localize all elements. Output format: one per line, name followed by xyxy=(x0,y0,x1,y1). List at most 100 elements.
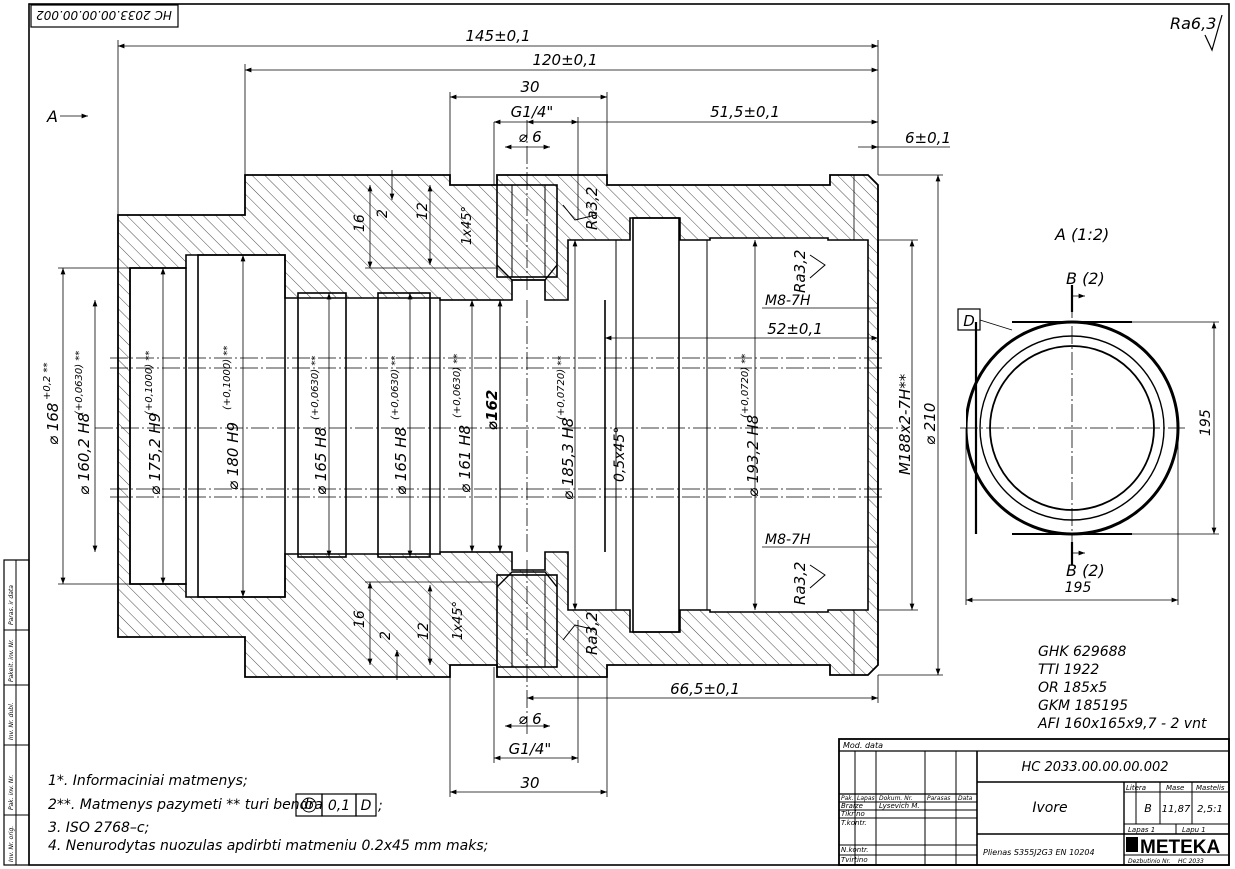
tb-h-pak: Pak. xyxy=(841,795,854,802)
tb-mastelis-h: Mastelis xyxy=(1196,784,1225,792)
tb-litera-h: Litera xyxy=(1126,784,1146,792)
chamfer-05: 0,5x45° xyxy=(612,427,628,482)
tb-dezbrn: HC 2033 xyxy=(1178,858,1204,865)
tb-braize: Braize xyxy=(841,802,863,810)
dia-160: ⌀ 160,2 H8 xyxy=(75,413,93,495)
side-strip: Paras. ir data Pakeit. inv. Nr. Inv. Nr.… xyxy=(3,559,30,866)
depth-2-bottom: 2 xyxy=(378,631,394,640)
groove-175 xyxy=(129,267,187,585)
tb-dezbrn-label: Dezbutinio Nr. xyxy=(1128,858,1171,865)
depth-16-bottom: 16 xyxy=(352,610,368,628)
dim-195-horizontal: 195 xyxy=(1065,580,1092,596)
dim-195-vertical: 195 xyxy=(1198,409,1214,436)
dimensions-horizontal: 145±0,1 120±0,1 30 G1/4" ⌀ 6 51,5±0,1 6±… xyxy=(117,27,951,797)
drawing-frame: HC 2033.00.00.00.002 xyxy=(28,3,1230,866)
side-strip-label: Paras. ir data xyxy=(8,585,15,625)
note-2-end: ; xyxy=(378,798,383,814)
dim-145: 145±0,1 xyxy=(465,27,530,45)
dim-66-5: 66,5±0,1 xyxy=(670,680,740,698)
seal-item: GHK 629688 xyxy=(1038,644,1127,660)
roughness-marks: Ra3,2 Ra3,2 Ra3,2 Ra3,2 xyxy=(562,187,826,655)
dia-160-tol: (+0,0630) ** xyxy=(74,351,85,415)
tb-braize-name: Lysevich M. xyxy=(879,802,920,810)
dia-193-tol: (+0,0720) ** xyxy=(740,354,751,418)
ra32-c: Ra3,2 xyxy=(791,562,809,605)
side-strip-label: Inv. Nr. dubl. xyxy=(8,702,15,740)
dia-161-tol: (+0,0630) ** xyxy=(452,354,463,418)
note-2-tolerance: 0,1 xyxy=(328,798,350,814)
dia-193: ⌀ 193,2 H8 xyxy=(744,415,762,497)
note-2: 2**. Matmenys pazymeti ** turi bendra xyxy=(48,797,323,813)
tb-nkontr: N.kontr. xyxy=(841,846,868,854)
tb-mase-h: Mase xyxy=(1166,784,1184,792)
dia-165b-tol: (+0,0630) ** xyxy=(390,356,401,420)
seal-item: TTI 1922 xyxy=(1038,662,1099,678)
note-2-datum: D xyxy=(361,798,372,814)
note-1: 1*. Informaciniai matmenys; xyxy=(48,773,248,789)
tb-material: Plienas S355J2G3 EN 10204 xyxy=(983,848,1095,857)
groove-193 xyxy=(632,217,680,633)
seal-item: GKM 185195 xyxy=(1038,698,1128,714)
groove-165a xyxy=(297,292,347,558)
depth-16-top: 16 xyxy=(352,214,368,232)
dim-120: 120±0,1 xyxy=(532,51,597,69)
dia6-bottom: ⌀ 6 xyxy=(518,710,541,728)
g14-bottom: G1/4" xyxy=(509,740,552,758)
tb-part-name: Ivore xyxy=(1032,800,1067,816)
dim-30-bottom: 30 xyxy=(520,774,539,792)
tb-h-parasas: Parasas xyxy=(927,795,950,802)
dim-30-top: 30 xyxy=(520,78,539,96)
notes: 1*. Informaciniai matmenys; 2**. Matmeny… xyxy=(48,773,488,854)
note-4: 4. Nenurodytas nuozulas apdirbti matmeni… xyxy=(48,838,488,854)
side-strip-label: Pakeit. inv. Nr. xyxy=(8,639,15,682)
section-b-bottom: B (2) xyxy=(1066,561,1105,580)
ra32-d: Ra3,2 xyxy=(583,612,601,655)
depth-12-bottom: 12 xyxy=(416,622,432,640)
dia-180-tol: (+0,1000) ** xyxy=(222,346,233,410)
seal-item: AFI 160x165x9,7 - 2 vnt xyxy=(1037,716,1207,732)
dia-165b: ⌀ 165 H8 xyxy=(392,427,410,495)
dim-6: 6±0,1 xyxy=(905,129,951,147)
dia6-top: ⌀ 6 xyxy=(518,128,541,146)
depth-2-top: 2 xyxy=(375,209,391,218)
dim-51-5: 51,5±0,1 xyxy=(710,103,780,121)
dia-165a: ⌀ 165 H8 xyxy=(312,427,330,495)
groove-165b xyxy=(377,292,431,558)
chamfer-1x45-bottom: 1x45° xyxy=(451,601,466,640)
dia-161: ⌀ 161 H8 xyxy=(456,425,474,493)
tb-h-lapas: Lapas xyxy=(857,795,875,802)
tb-litera: B xyxy=(1144,802,1152,815)
tb-mastelis: 2,5:1 xyxy=(1197,804,1223,815)
tb-tvirtino: Tvirtino xyxy=(841,856,868,864)
tb-lapu: Lapu 1 xyxy=(1182,826,1206,834)
chamfer-1x45-top: 1x45° xyxy=(460,206,475,245)
company-logo-mark xyxy=(1126,837,1138,852)
seal-item: OR 185x5 xyxy=(1038,680,1107,696)
dia-180: ⌀ 180 H9 xyxy=(224,422,242,490)
dia-185-tol: (+0,0720) ** xyxy=(556,356,567,420)
title-block: Mod. data Pak. Lapas Dokum. Nr. Parasas … xyxy=(838,738,1230,866)
tb-code: HC 2033.00.00.00.002 xyxy=(1021,760,1168,775)
tb-mase: 11,87 xyxy=(1162,804,1191,815)
view-a-title: A (1:2) xyxy=(1054,225,1109,244)
thread-m188: M188x2-7H** xyxy=(896,373,914,475)
side-strip-label: Pak. inv. Nr. xyxy=(8,775,15,810)
dia-165a-tol: (+0,0630) ** xyxy=(310,356,321,420)
dia-168-tol: +0,2 ** xyxy=(42,363,53,400)
m8-bottom: M8-7H xyxy=(765,532,811,548)
ra32-a: Ra3,2 xyxy=(583,187,601,230)
drawing-number-stamp: HC 2033.00.00.00.002 xyxy=(36,8,172,22)
tb-tkontr: T.kontr. xyxy=(841,819,867,827)
dia-162: ⌀162 xyxy=(483,390,501,430)
tb-h-dok: Dokum. Nr. xyxy=(879,795,913,802)
note-3: 3. ISO 2768–c; xyxy=(48,820,149,836)
roughness-general-label: Ra6,3 xyxy=(1170,14,1216,33)
tb-mod-data: Mod. data xyxy=(843,741,883,750)
dia-210: ⌀ 210 xyxy=(921,403,939,445)
dia-175-tol: (+0,1000) ** xyxy=(144,351,155,415)
dia-185: ⌀ 185,3 H8 xyxy=(559,418,577,500)
tb-tikrino: Tikrino xyxy=(841,810,865,818)
depth-12-top: 12 xyxy=(415,202,431,220)
side-strip-label: Inv. Nr. orig. xyxy=(8,826,15,862)
